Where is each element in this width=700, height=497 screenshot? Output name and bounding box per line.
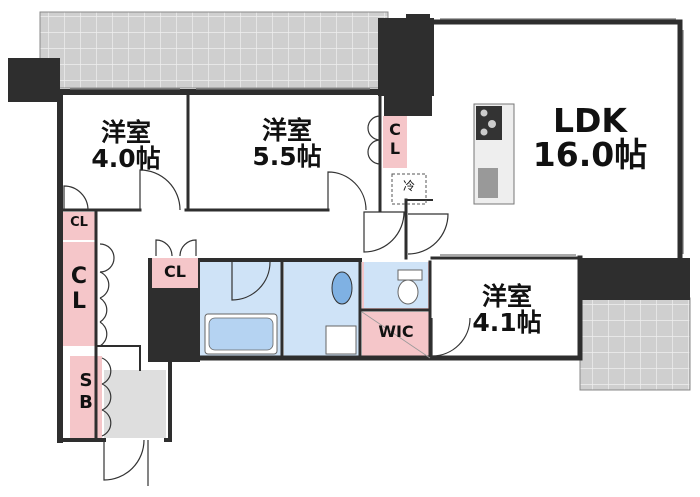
balcony-right (579, 297, 691, 391)
closet-hall-area (152, 258, 198, 288)
shoebox-label: S B (79, 370, 93, 413)
closet-hall-label: CL (164, 262, 186, 281)
ldk-name: LDK (553, 101, 627, 140)
closet-top-area (383, 116, 407, 168)
western-room-2-size: 5.5帖 (252, 141, 322, 171)
windows (70, 18, 684, 256)
western-room-2-label: 洋室 5.5帖 (232, 118, 342, 169)
kitchen-counter (473, 103, 515, 205)
closet-doors (99, 115, 381, 437)
ldk-size: 16.0帖 (532, 134, 648, 174)
entrance-area (104, 370, 166, 438)
closet-small-left-label: CL (70, 215, 88, 230)
wic-diagonal (361, 311, 431, 359)
fridge-label: 冷 (402, 179, 415, 193)
western-room-3-name: 洋室 (481, 282, 532, 311)
toilet-floor (364, 262, 428, 308)
western-room-3-size: 4.1帖 (472, 307, 542, 337)
ldk-label: LDK 16.0帖 (520, 104, 660, 171)
closet-small-left-area (62, 212, 96, 240)
closet-left-label: C L (70, 264, 88, 315)
wic-label: WIC (378, 322, 414, 341)
closet-top-label: C L (389, 120, 401, 159)
toilet (397, 269, 423, 305)
closet-left-area (62, 242, 96, 346)
balcony-top (39, 11, 389, 89)
washbasin (325, 271, 357, 355)
western-room-1-name: 洋室 (100, 118, 151, 147)
doors (63, 169, 471, 486)
fridge-space (391, 173, 427, 205)
western-room-2-name: 洋室 (261, 116, 312, 145)
western-room-3-label: 洋室 4.1帖 (452, 284, 562, 335)
western-room-1-label: 洋室 4.0帖 (74, 120, 178, 171)
bathtub (204, 313, 278, 355)
walls (57, 19, 683, 443)
western-room-1-size: 4.0帖 (91, 143, 161, 173)
